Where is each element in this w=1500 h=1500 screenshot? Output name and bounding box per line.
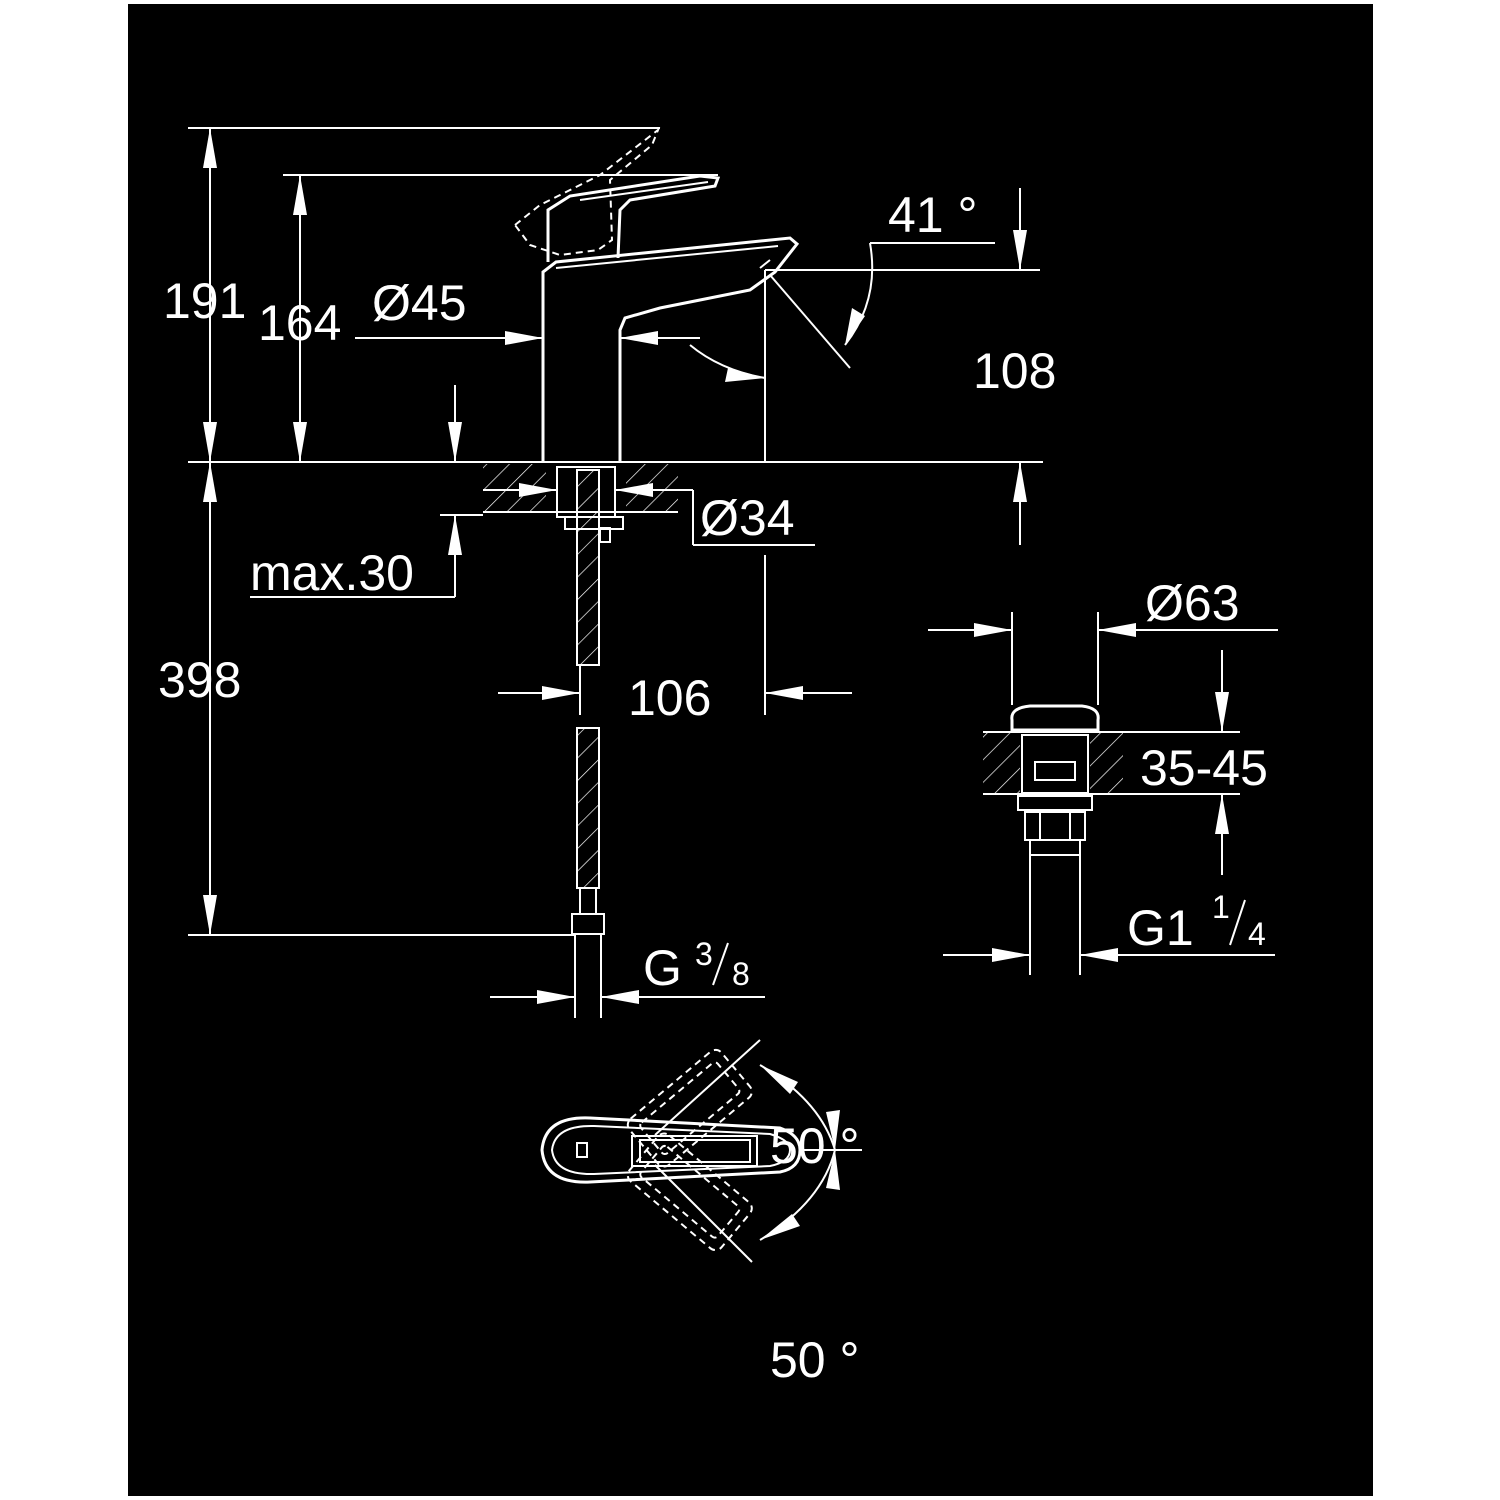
- hose-thread-denominator: 8: [732, 956, 750, 992]
- waste-thread-denominator: 4: [1248, 916, 1266, 952]
- dimension-lines: [188, 127, 1040, 1004]
- faucet-top-view: [540, 1039, 862, 1263]
- faucet-side-view: [188, 126, 1043, 1018]
- waste-thread-fraction-slash: [1229, 899, 1246, 946]
- waste-thread-label: G1 1 4: [1127, 889, 1266, 956]
- hose-thread-label: G 3 8: [643, 936, 750, 996]
- deck-thickness-label: max.30: [250, 545, 414, 601]
- height-spout-label: 164: [258, 295, 341, 351]
- waste-thread-numerator: 1: [1212, 889, 1230, 925]
- body-diameter-label: Ø45: [372, 275, 467, 331]
- waste-deck-range-label: 35-45: [1140, 740, 1268, 796]
- lever-angle-top-label: 50 °: [770, 1118, 860, 1174]
- spout-height-label: 108: [973, 343, 1056, 399]
- hose-thread-fraction-slash: [712, 942, 729, 986]
- hose-length-label: 398: [158, 652, 241, 708]
- waste-valve: [983, 704, 1123, 975]
- spout-angle-label: 41 °: [888, 187, 978, 243]
- hole-diameter-label: Ø34: [700, 490, 795, 546]
- drawing-panel: [128, 4, 1373, 1496]
- waste-dimension-lines: [928, 612, 1278, 962]
- spout-reach-label: 106: [628, 670, 711, 726]
- height-total-label: 191: [163, 273, 246, 329]
- hose-thread-letter: G: [643, 940, 682, 996]
- waste-cap-diameter-label: Ø63: [1145, 575, 1240, 631]
- hose-thread-numerator: 3: [695, 936, 713, 972]
- lever-angle-bottom-label: 50 °: [770, 1332, 860, 1388]
- waste-thread-letter: G1: [1127, 900, 1194, 956]
